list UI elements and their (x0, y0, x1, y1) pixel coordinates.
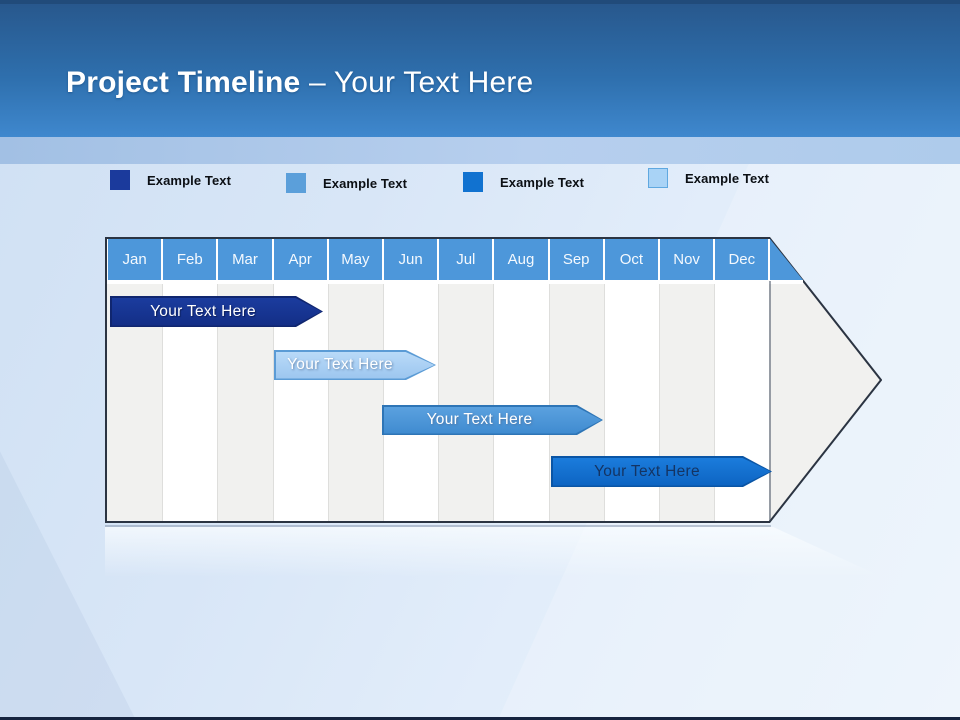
legend-swatch-medium-blue (286, 173, 306, 193)
timeline-bar-3: Your Text Here (382, 405, 603, 435)
page-title: Project Timeline – Your Text Here (66, 66, 533, 100)
legend-label: Example Text (147, 172, 232, 188)
month-header-backing-right (769, 280, 803, 284)
legend-label: Example Text (323, 175, 408, 191)
month-column-jul (438, 284, 494, 521)
chart-reflection-edge (105, 524, 771, 527)
timeline-bar-3-label: Your Text Here (426, 411, 533, 428)
legend-item-3: Example Text (463, 172, 584, 192)
header-underline-band (0, 137, 960, 164)
timeline-bar-4-body (553, 458, 771, 486)
timeline-bar-3-body (384, 407, 602, 434)
legend-item-4: Example Text (648, 168, 769, 188)
legend-swatch-light-blue (648, 168, 668, 188)
month-cell-aug: Aug (494, 239, 548, 280)
timeline-bar-1: Your Text Here (110, 296, 323, 327)
title-bold: Project Timeline (66, 66, 301, 99)
timeline-bar-4: Your Text Here (551, 456, 772, 487)
timeline-bar-1-label: Your Text Here (150, 302, 256, 320)
month-header-backing (106, 238, 770, 284)
timeline-bar-2-label: Your Text Here (287, 356, 393, 373)
month-column-may (327, 284, 383, 521)
bottom-accent-strip (0, 717, 960, 720)
slide-header: Project Timeline – Your Text Here (0, 4, 960, 137)
timeline-bar-4-label: Your Text Here (594, 462, 700, 480)
legend-label: Example Text (500, 174, 585, 190)
timeline-bar-2: Your Text Here (274, 350, 436, 380)
timeline-bar-2-body (276, 352, 435, 379)
month-cell-apr: Apr (273, 239, 327, 280)
chart-reflection (105, 527, 882, 577)
month-cell-jan: Jan (108, 239, 162, 280)
title-rest: – Your Text Here (308, 66, 534, 99)
month-cell-dec: Dec (715, 239, 769, 280)
month-cell-feb: Feb (163, 239, 217, 280)
legend-item-2: Example Text (286, 173, 407, 193)
legend-swatch-bright-blue (463, 172, 483, 192)
month-cell-jul: Jul (439, 239, 493, 280)
top-accent-strip (0, 0, 960, 4)
legend-item-1: Example Text (110, 170, 231, 190)
month-cell-mar: Mar (218, 239, 272, 280)
month-cell-oct: Oct (604, 239, 658, 280)
month-cell-jun: Jun (384, 239, 438, 280)
month-column-jun (383, 284, 439, 521)
month-column-aug (493, 284, 549, 521)
legend-label: Example Text (685, 170, 770, 186)
month-cell-nov: Nov (660, 239, 714, 280)
december-end-divider (769, 281, 771, 521)
month-cell-may: May (328, 239, 382, 280)
legend-swatch-navy (110, 170, 130, 190)
timeline-bar-1-body (112, 298, 322, 326)
month-cell-sep: Sep (549, 239, 603, 280)
